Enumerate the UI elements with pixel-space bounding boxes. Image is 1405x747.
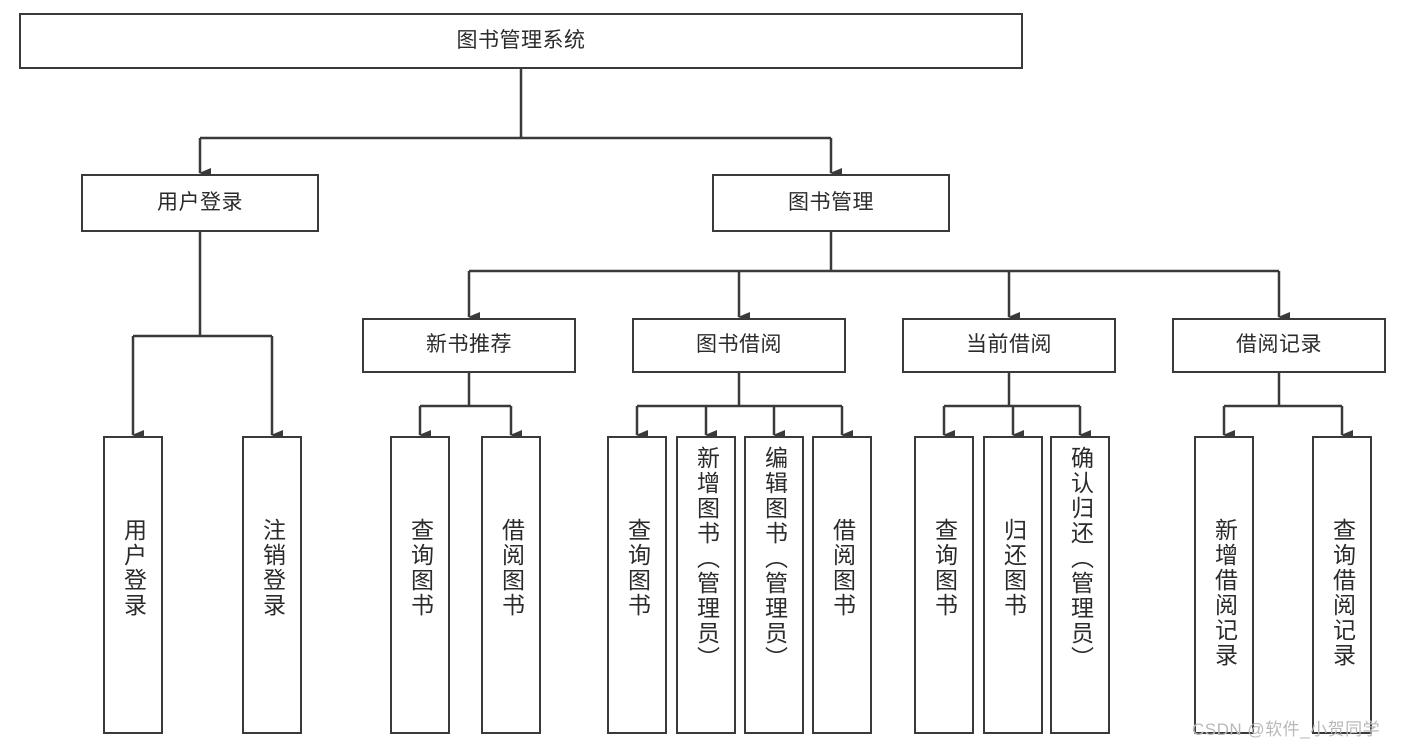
node-label-borrow-record: 借阅记录 [1236, 333, 1322, 357]
node-label-leaf-query-book-2: 查询图书 [624, 518, 651, 618]
node-leaf-user-logout[interactable]: 注销登录 [242, 436, 302, 734]
node-label-root: 图书管理系统 [456, 28, 586, 52]
node-label-book-borrow: 图书借阅 [696, 333, 782, 357]
csdn-watermark: CSDN @软件_小贺同学 [1192, 720, 1381, 739]
node-label-leaf-user-logout: 注销登录 [259, 518, 286, 618]
node-label-leaf-add-record: 新增借阅记录 [1211, 518, 1238, 668]
node-label-book-manage: 图书管理 [788, 190, 874, 214]
node-label-leaf-borrow-book-1: 借阅图书 [498, 518, 525, 618]
node-label-leaf-user-login: 用户登录 [120, 518, 147, 618]
node-label-leaf-query-book-1: 查询图书 [407, 518, 434, 618]
node-leaf-edit-book[interactable]: 编辑图书（管理员） [744, 436, 804, 734]
node-label-user-login: 用户登录 [157, 190, 243, 214]
node-label-leaf-confirm-return: 确认归还（管理员） [1067, 446, 1094, 671]
node-current-borrow[interactable]: 当前借阅 [902, 318, 1116, 373]
node-label-leaf-borrow-book-2: 借阅图书 [829, 518, 856, 618]
node-label-leaf-query-book-3: 查询图书 [931, 518, 958, 618]
node-label-leaf-edit-book: 编辑图书（管理员） [761, 446, 788, 671]
node-label-leaf-add-book: 新增图书（管理员） [693, 446, 720, 671]
node-label-leaf-query-record: 查询借阅记录 [1329, 518, 1356, 668]
node-label-leaf-return-book: 归还图书 [1000, 518, 1027, 618]
node-leaf-query-book-2[interactable]: 查询图书 [607, 436, 667, 734]
node-leaf-query-record[interactable]: 查询借阅记录 [1312, 436, 1372, 734]
node-user-login[interactable]: 用户登录 [81, 174, 319, 232]
node-root[interactable]: 图书管理系统 [19, 13, 1023, 69]
node-leaf-return-book[interactable]: 归还图书 [983, 436, 1043, 734]
node-leaf-borrow-book-1[interactable]: 借阅图书 [481, 436, 541, 734]
node-leaf-user-login[interactable]: 用户登录 [103, 436, 163, 734]
node-new-book-rec[interactable]: 新书推荐 [362, 318, 576, 373]
node-leaf-add-record[interactable]: 新增借阅记录 [1194, 436, 1254, 734]
node-leaf-query-book-3[interactable]: 查询图书 [914, 436, 974, 734]
node-book-borrow[interactable]: 图书借阅 [632, 318, 846, 373]
node-leaf-add-book[interactable]: 新增图书（管理员） [676, 436, 736, 734]
node-leaf-borrow-book-2[interactable]: 借阅图书 [812, 436, 872, 734]
node-label-new-book-rec: 新书推荐 [426, 333, 512, 357]
node-label-current-borrow: 当前借阅 [966, 333, 1052, 357]
node-book-manage[interactable]: 图书管理 [712, 174, 950, 232]
node-leaf-confirm-return[interactable]: 确认归还（管理员） [1050, 436, 1110, 734]
node-leaf-query-book-1[interactable]: 查询图书 [390, 436, 450, 734]
node-borrow-record[interactable]: 借阅记录 [1172, 318, 1386, 373]
